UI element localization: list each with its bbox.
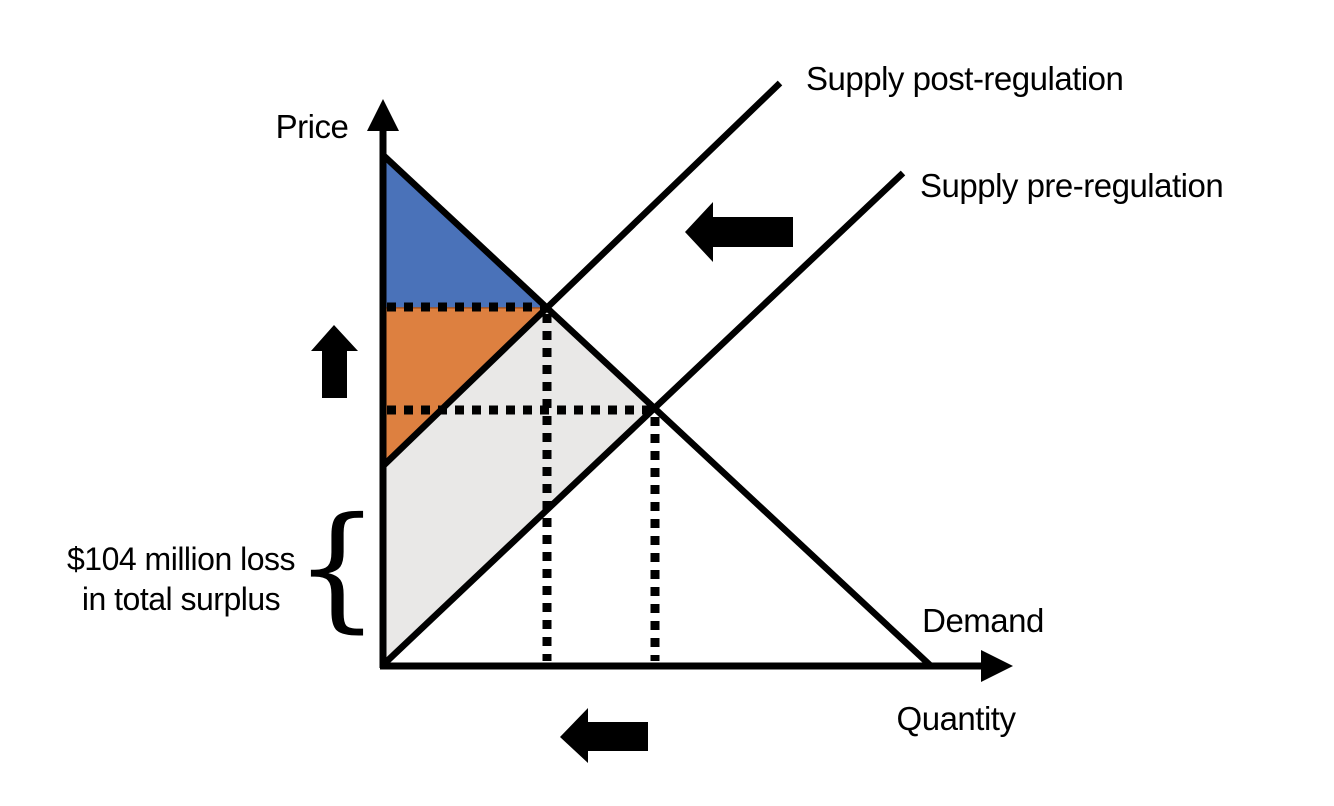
x-axis-label: Quantity (897, 700, 1017, 737)
quantity-axis-arrowhead-icon (981, 650, 1013, 682)
surplus-loss-annotation-line1: $104 million loss (67, 541, 295, 577)
surplus-loss-annotation-line2: in total surplus (82, 581, 280, 617)
quantity-shift-left-arrow-icon (560, 708, 648, 763)
price-up-arrow-icon (311, 325, 358, 398)
curly-brace-icon: { (294, 489, 380, 646)
supply-post-regulation-curve (380, 80, 783, 469)
supply-pre-regulation-label: Supply pre-regulation (920, 167, 1223, 204)
demand-curve-label: Demand (922, 602, 1044, 639)
y-axis-label: Price (276, 108, 349, 145)
supply-post-regulation-label: Supply post-regulation (806, 60, 1123, 97)
demand-curve (380, 152, 935, 670)
price-axis-arrowhead-icon (367, 99, 399, 131)
supply-shift-left-arrow-icon (685, 202, 793, 262)
supply-pre-regulation-curve (380, 170, 906, 668)
